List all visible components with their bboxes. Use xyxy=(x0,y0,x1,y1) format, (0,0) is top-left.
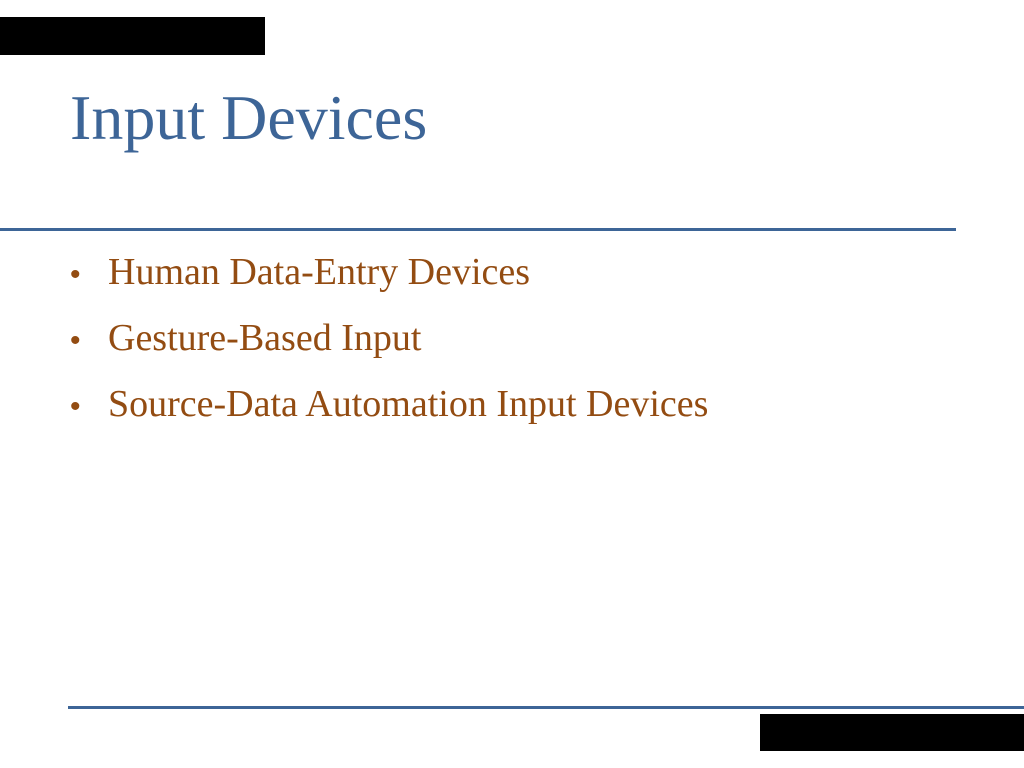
bottom-black-bar xyxy=(760,714,1024,751)
footer-divider-line xyxy=(68,706,1024,709)
top-black-bar xyxy=(0,17,265,55)
slide-title: Input Devices xyxy=(70,82,428,153)
bullet-dot-icon: • xyxy=(70,258,81,291)
bullet-text: Source-Data Automation Input Devices xyxy=(108,383,709,425)
bullet-item-gesture-based: • Gesture-Based Input xyxy=(70,313,708,379)
bullet-item-source-data-automation: • Source-Data Automation Input Devices xyxy=(70,379,708,445)
bullet-item-human-data-entry: • Human Data-Entry Devices xyxy=(70,247,708,313)
bullet-dot-icon: • xyxy=(70,324,81,357)
bullet-text: Human Data-Entry Devices xyxy=(108,251,531,293)
bullet-list: • Human Data-Entry Devices • Gesture-Bas… xyxy=(70,247,708,445)
bullet-text: Gesture-Based Input xyxy=(108,317,422,359)
bullet-dot-icon: • xyxy=(70,390,81,423)
title-divider-line xyxy=(0,228,956,231)
